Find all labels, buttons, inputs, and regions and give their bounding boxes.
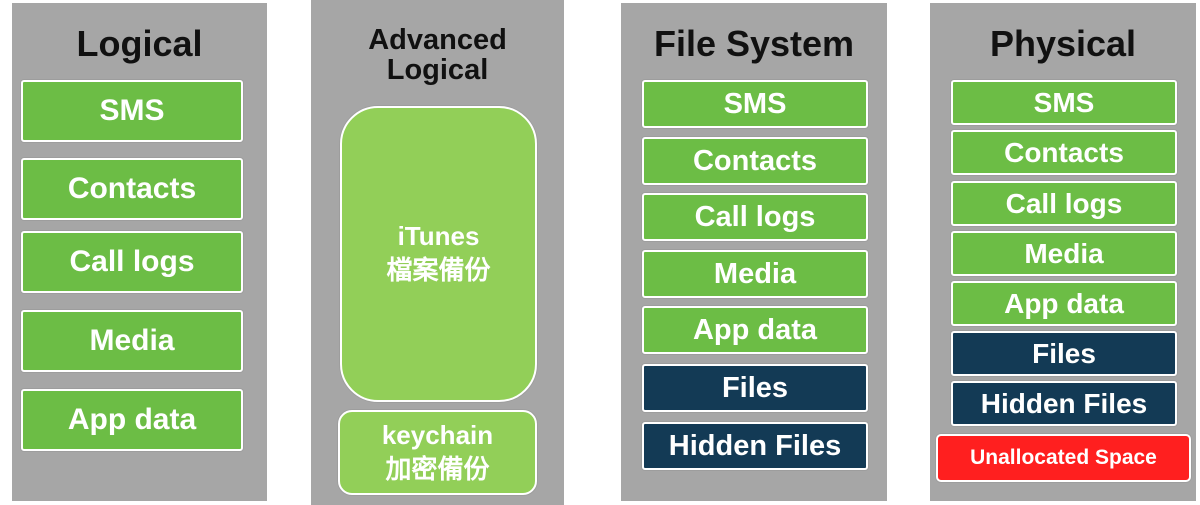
box-files: Files	[951, 331, 1177, 376]
box-itunes-backup: iTunes 檔案備份	[340, 106, 537, 402]
panel-physical: Physical SMS Contacts Call logs Media Ap…	[930, 3, 1196, 501]
box-app-data: App data	[951, 281, 1177, 326]
box-call-logs: Call logs	[951, 181, 1177, 226]
box-app-data: App data	[642, 306, 868, 354]
itunes-line1: iTunes	[397, 221, 480, 252]
box-unallocated-space: Unallocated Space	[936, 434, 1191, 482]
panel-title-line1: Advanced	[368, 24, 507, 56]
box-sms: SMS	[951, 80, 1177, 125]
box-sms: SMS	[21, 80, 243, 142]
panel-file-system: File System SMS Contacts Call logs Media…	[621, 3, 887, 501]
box-media: Media	[21, 310, 243, 372]
panel-title-file-system: File System	[653, 23, 855, 64]
itunes-line2: 檔案備份	[386, 255, 491, 285]
keychain-line1: keychain	[381, 419, 494, 450]
box-app-data: App data	[21, 389, 243, 451]
box-contacts: Contacts	[642, 137, 868, 185]
panel-advanced-logical: Advanced Logical iTunes 檔案備份 keychain 加密…	[311, 0, 564, 505]
box-contacts: Contacts	[951, 130, 1177, 175]
box-keychain-backup: keychain 加密備份	[338, 410, 537, 495]
box-hidden-files: Hidden Files	[951, 381, 1177, 426]
keychain-line2: 加密備份	[385, 453, 490, 484]
box-call-logs: Call logs	[21, 231, 243, 293]
panel-logical: Logical SMS Contacts Call logs Media App…	[12, 3, 267, 501]
box-media: Media	[951, 231, 1177, 276]
box-sms: SMS	[642, 80, 868, 128]
panel-title-advanced-logical: Advanced Logical	[311, 25, 564, 86]
box-media: Media	[642, 250, 868, 298]
panel-title-physical: Physical	[989, 23, 1137, 64]
panel-title-line2: Logical	[386, 54, 489, 87]
box-call-logs: Call logs	[642, 193, 868, 241]
box-hidden-files: Hidden Files	[642, 422, 868, 470]
box-contacts: Contacts	[21, 158, 243, 220]
panel-title-logical: Logical	[76, 23, 203, 64]
box-files: Files	[642, 364, 868, 412]
